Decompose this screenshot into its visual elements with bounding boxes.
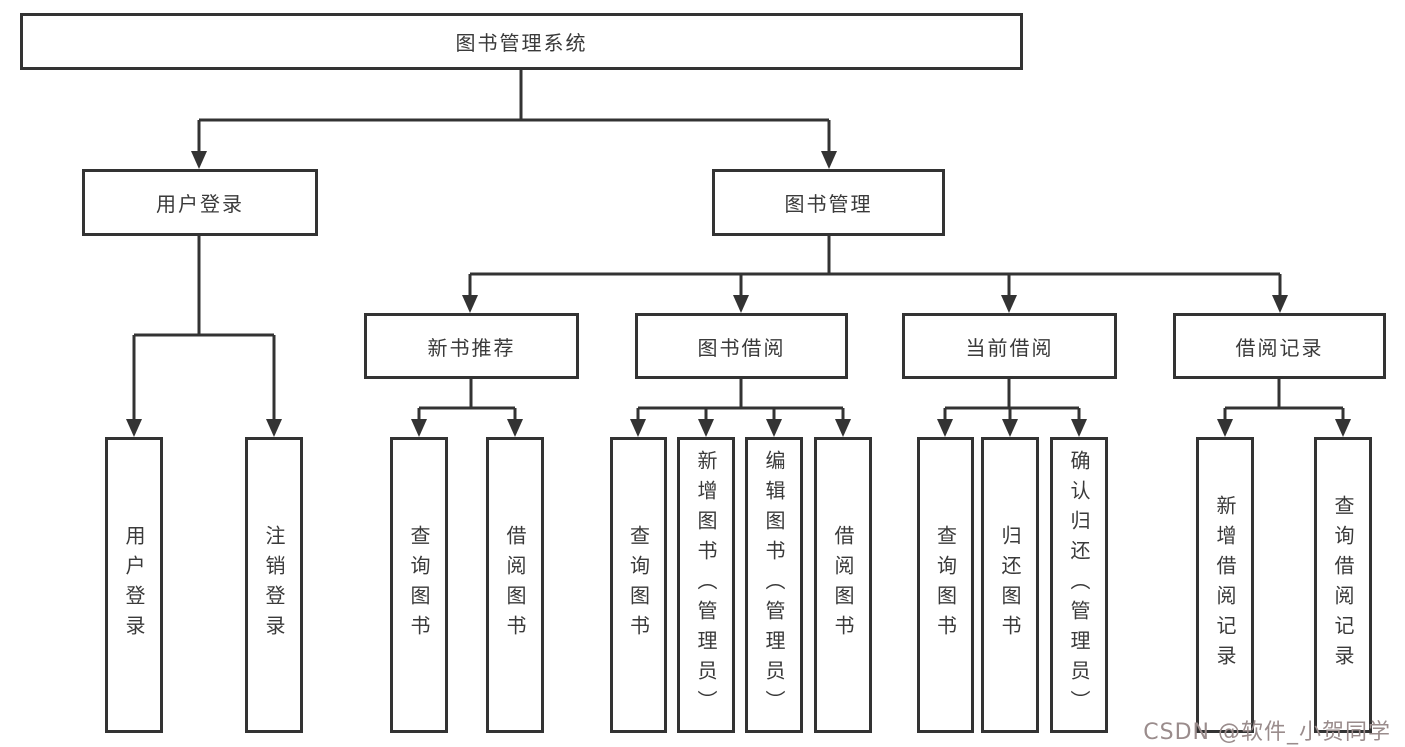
node-leaf-borrow-books: 借阅图书 [814, 437, 872, 733]
node-label: 用户登录 [122, 525, 146, 645]
node-label: 借阅记录 [1235, 335, 1324, 360]
node-leaf-logout: 注销登录 [245, 437, 303, 733]
node-borrow-records: 借阅记录 [1173, 313, 1386, 379]
node-book-management: 图书管理 [712, 169, 945, 236]
node-label: 注销登录 [262, 525, 286, 645]
node-label: 查询借阅记录 [1331, 495, 1355, 675]
node-leaf-return-books: 归还图书 [981, 437, 1039, 733]
node-leaf-confirm-return-admin: 确认归还（管理员） [1050, 437, 1108, 733]
node-current-borrow: 当前借阅 [902, 313, 1117, 379]
node-user-login: 用户登录 [82, 169, 318, 236]
node-leaf-query-borrow-record: 查询借阅记录 [1314, 437, 1372, 733]
node-label: 查询图书 [933, 525, 958, 645]
node-root: 图书管理系统 [20, 13, 1023, 70]
node-label: 新增图书（管理员） [694, 450, 718, 720]
node-label: 图书管理系统 [455, 31, 588, 55]
node-book-borrow: 图书借阅 [635, 313, 848, 379]
node-leaf-query-books-borrow: 查询图书 [610, 437, 667, 733]
node-leaf-user-login: 用户登录 [105, 437, 163, 733]
node-label: 图书借阅 [697, 335, 786, 360]
node-label: 借阅图书 [831, 525, 855, 645]
node-label: 用户登录 [156, 192, 244, 216]
node-label: 确认归还（管理员） [1067, 450, 1091, 720]
node-label: 归还图书 [998, 525, 1022, 645]
node-label: 当前借阅 [965, 335, 1054, 360]
node-leaf-borrow-books-recommend: 借阅图书 [486, 437, 544, 733]
node-leaf-add-book-admin: 新增图书（管理员） [677, 437, 735, 733]
csdn-watermark: CSDN @软件_小贺同学 [1143, 720, 1391, 745]
node-leaf-add-borrow-record: 新增借阅记录 [1196, 437, 1254, 733]
node-label: 新书推荐 [427, 335, 516, 360]
node-label: 新增借阅记录 [1213, 495, 1237, 675]
node-new-book-recommend: 新书推荐 [364, 313, 579, 379]
node-label: 查询图书 [407, 525, 431, 645]
node-label: 查询图书 [626, 525, 651, 645]
node-label: 图书管理 [784, 192, 873, 216]
node-leaf-query-books-recommend: 查询图书 [390, 437, 448, 733]
node-leaf-query-books-current: 查询图书 [917, 437, 974, 733]
node-label: 借阅图书 [503, 525, 527, 645]
node-leaf-edit-book-admin: 编辑图书（管理员） [745, 437, 803, 733]
node-label: 编辑图书（管理员） [762, 450, 786, 720]
